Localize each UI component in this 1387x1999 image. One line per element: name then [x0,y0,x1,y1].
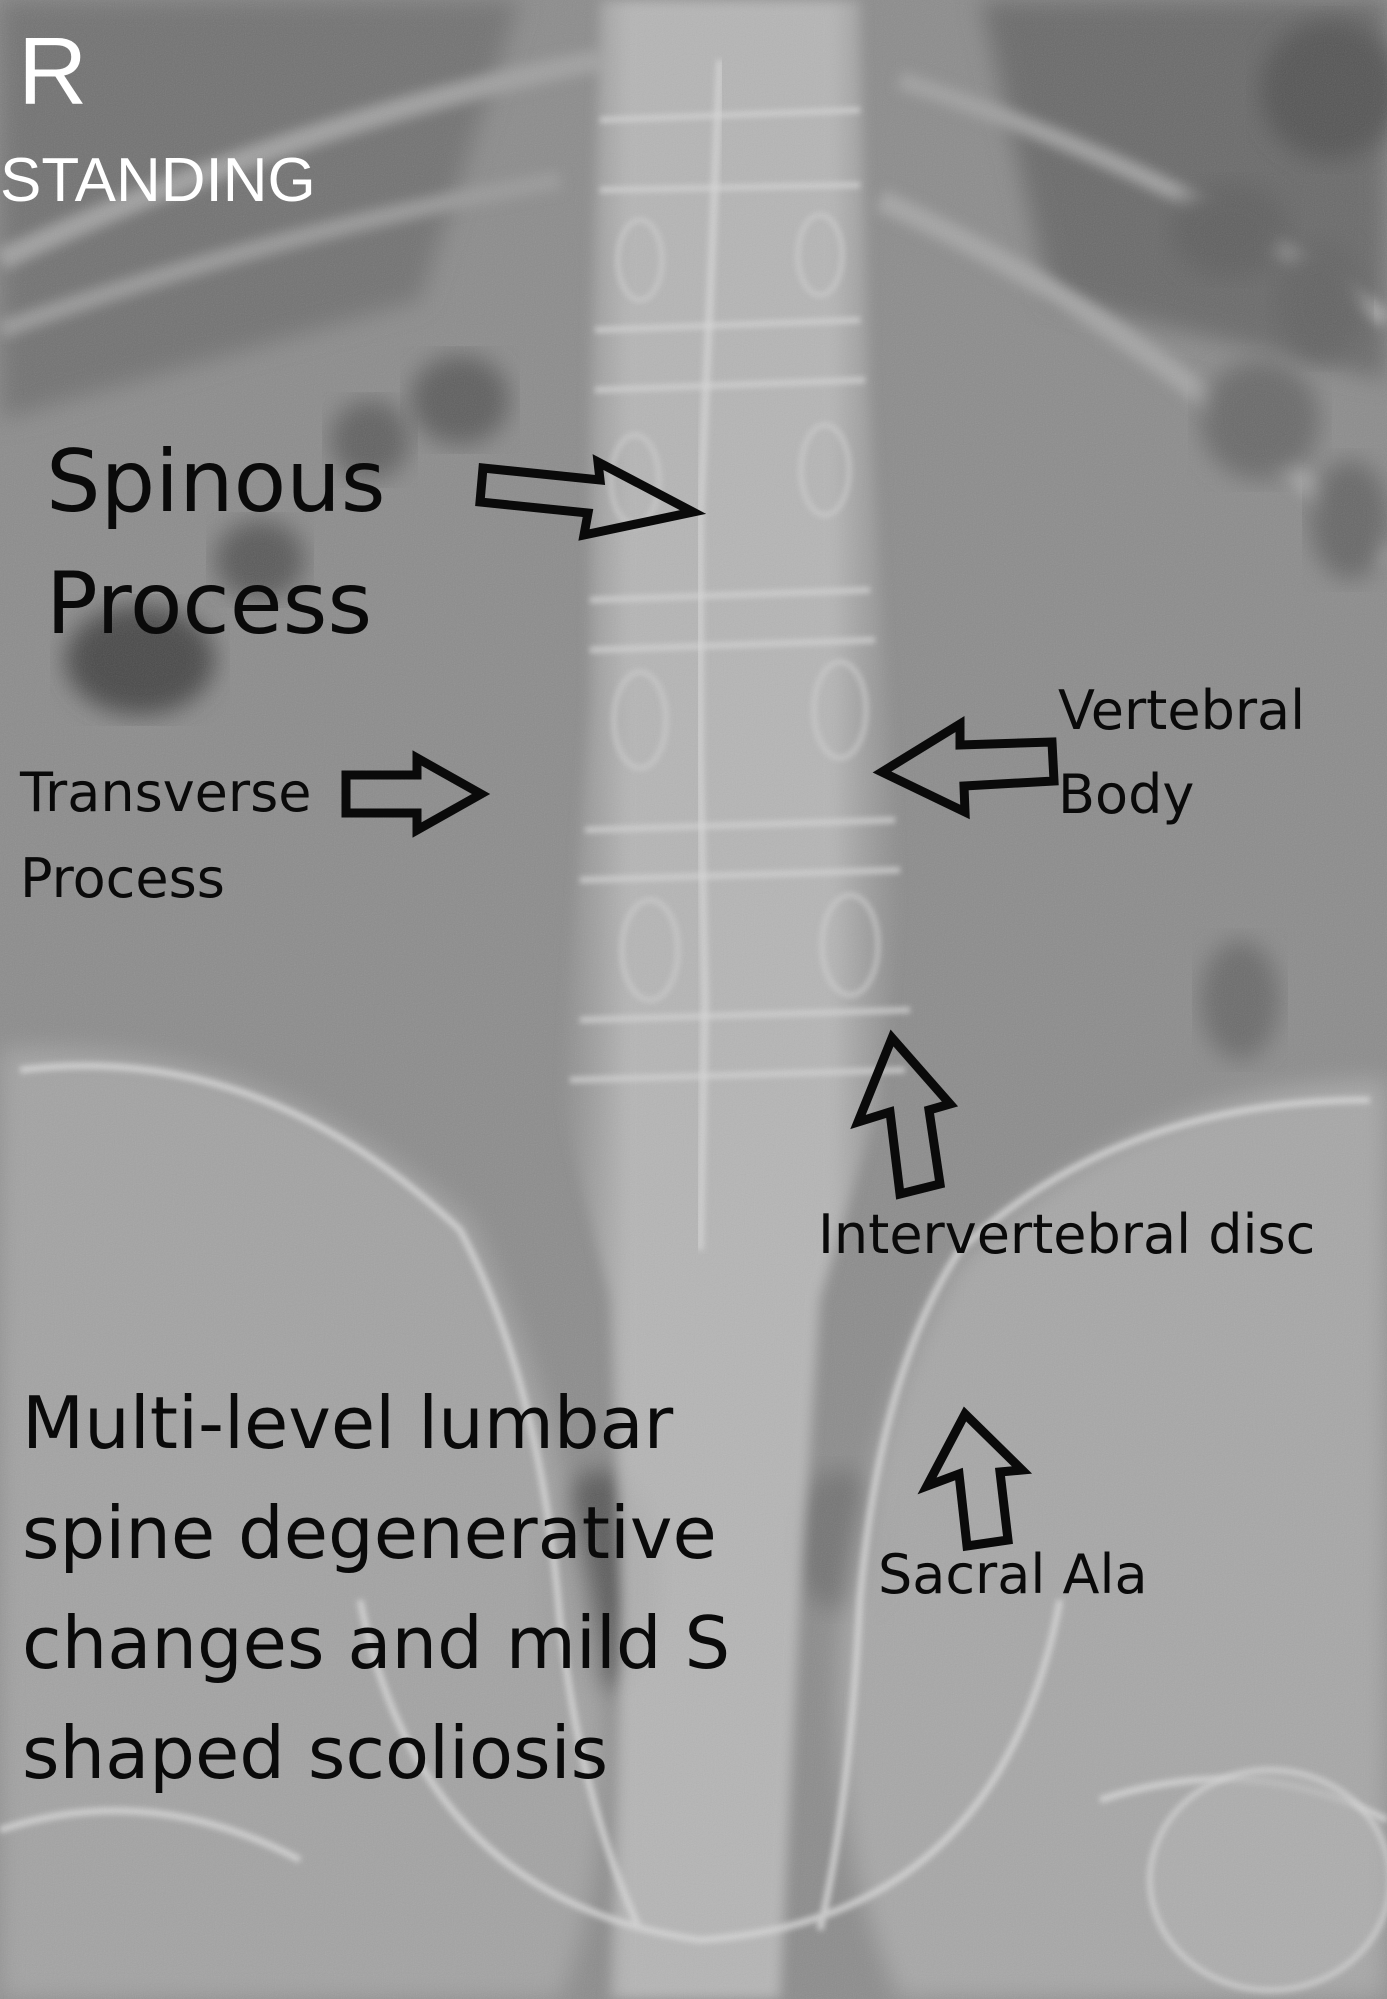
finding-line: shaped scoliosis [22,1711,609,1795]
finding-line: spine degenerative [22,1491,717,1575]
label-line: Spinous [46,432,386,532]
left-arrow-icon [872,715,1059,820]
up-arrow-icon [917,1406,1033,1552]
finding-line: Multi-level lumbar [22,1381,674,1465]
finding-text: Multi-level lumbar spine degenerative ch… [22,1368,730,1808]
label-spinous-process: Spinous Process [46,418,386,668]
label-vertebral-body: Vertebral Body [1058,680,1305,826]
label-line: Process [46,554,373,654]
label-intervertebral-disc: Intervertebral disc [818,1203,1316,1266]
label-transverse-process: Transverse Process [20,762,311,910]
right-arrow-icon [341,750,491,838]
position-marker: STANDING [0,146,316,215]
side-marker: R [18,18,88,125]
label-line: Vertebral [1058,679,1306,742]
label-sacral-ala: Sacral Ala [878,1543,1148,1606]
finding-line: changes and mild S [22,1601,731,1685]
up-arrow-icon [850,1029,959,1200]
label-line: Process [20,847,225,910]
right-arrow-icon [475,454,707,541]
label-line: Transverse [20,761,312,824]
label-line: Body [1058,763,1195,826]
